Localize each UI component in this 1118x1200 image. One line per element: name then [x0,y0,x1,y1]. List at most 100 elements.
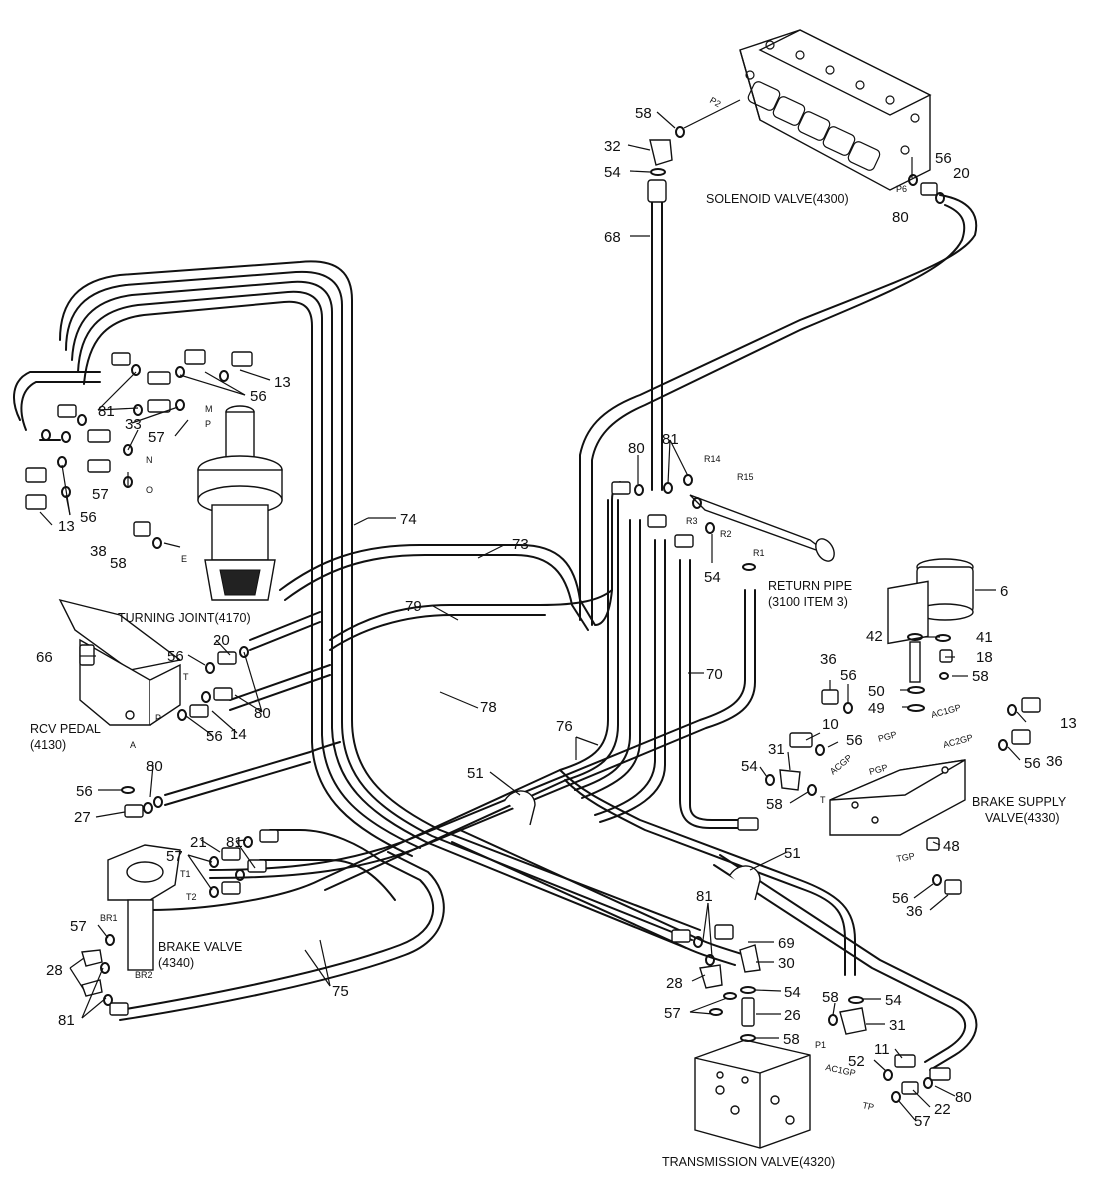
callout-number: 58 [766,796,783,813]
port-label: R15 [737,472,754,482]
fittings [25,126,1041,1103]
callout-number: 75 [332,983,349,1000]
callout-number: 28 [666,975,683,992]
callout-number: 13 [58,518,75,535]
port-label: P [155,713,161,723]
port-label: P2 [708,95,723,109]
pipe-network [13,194,978,1071]
callout-number: 36 [906,903,923,920]
port-label: TGP [896,851,916,864]
callout-number: 80 [628,440,645,457]
callout-number: 31 [768,741,785,758]
callout-number: 80 [146,758,163,775]
callout-number: 31 [889,1017,906,1034]
clamp-51-right [729,865,761,901]
port-label: M [205,404,213,414]
callout-number: 56 [1024,755,1041,772]
port-label: P1 [815,1040,826,1050]
callout-number: 49 [868,700,885,717]
turning-joint [197,405,283,601]
callout-number: 6 [1000,583,1008,600]
callout-number: 48 [943,838,960,855]
pipe-75 [119,829,434,1011]
callout-number: 42 [866,628,883,645]
callout-number: 20 [953,165,970,182]
callout-number: 81 [662,431,679,448]
port-label: T1 [180,869,191,879]
port-label: T2 [186,892,197,902]
brake-valve-number: (4340) [158,956,194,970]
callout-number: 80 [892,209,909,226]
port-label: AC2GP [942,732,974,750]
callout-number: 56 [846,732,863,749]
rcv-pedal-label: RCV PEDAL [30,722,101,736]
callout-number: 13 [274,374,291,391]
callout-number: 54 [741,758,758,775]
callout-number: 79 [405,598,422,615]
callout-number: 73 [512,536,529,553]
port-label: ACGP [828,752,854,776]
callout-number: 33 [125,416,142,433]
callout-number: 58 [635,105,652,122]
port-label: O [146,485,153,495]
callout-number: 30 [778,955,795,972]
callout-number: 58 [822,989,839,1006]
port-label: T [183,672,189,682]
callout-number: 51 [784,845,801,862]
callout-number: 56 [935,150,952,167]
callout-number: 13 [1060,715,1077,732]
callout-number: 36 [820,651,837,668]
brake-supply-valve-number: VALVE(4330) [985,811,1060,825]
leader-lines [39,99,1027,1121]
port-label: AC1GP [930,702,962,720]
port-label: R2 [720,529,732,539]
callout-number: 41 [976,629,993,646]
port-label: R14 [704,454,721,464]
clamp-51-left [504,790,536,826]
return-pipe-label: RETURN PIPE [768,579,852,593]
callout-number: 28 [46,962,63,979]
port-label: BR2 [135,970,153,980]
solenoid-valve-label: SOLENOID VALVE(4300) [706,192,849,206]
callout-number: 18 [976,649,993,666]
callout-number: 54 [604,164,621,181]
transmission-valve-label: TRANSMISSION VALVE(4320) [662,1155,835,1169]
pipe-79 [329,589,613,641]
turning-joint-label: TURNING JOINT(4170) [118,611,251,625]
port-label: T [820,795,826,805]
callout-number: 14 [230,726,247,743]
callout-number: 11 [874,1041,890,1058]
component-labels: SOLENOID VALVE(4300) TURNING JOINT(4170)… [30,192,1067,1169]
callout-number: 38 [90,543,107,560]
callout-number: 54 [704,569,721,586]
brake-supply-valve [829,580,966,836]
port-label: PGP [868,762,889,777]
transmission-valve [694,1039,811,1149]
callout-number: 54 [885,992,902,1009]
callout-number: 51 [467,765,484,782]
callout-number: 52 [848,1053,865,1070]
port-label: P [205,419,211,429]
return-pipe-ref: (3100 ITEM 3) [768,595,848,609]
callout-number: 80 [955,1089,972,1106]
callout-number: 81 [226,834,243,851]
rcv-pedal-number: (4130) [30,738,66,752]
callout-number: 21 [190,834,207,851]
callout-number: 56 [206,728,223,745]
port-label: BR1 [100,913,118,923]
callout-number: 58 [110,555,127,572]
port-label: R1 [753,548,765,558]
callout-number: 69 [778,935,795,952]
callout-number: 56 [76,783,93,800]
port-label: A [130,740,136,750]
callout-number: 56 [892,890,909,907]
callout-number: 27 [74,809,91,826]
callout-number: 57 [148,429,165,446]
callout-number: 22 [934,1101,951,1118]
port-label: N [146,455,153,465]
callout-number: 66 [36,649,53,666]
callout-number: 57 [166,848,183,865]
callout-number: 57 [70,918,87,935]
callout-number: 70 [706,666,723,683]
port-labels: P2 P6 R14 R15 R3 R2 R1 M P N O E T P A A… [100,95,974,1112]
